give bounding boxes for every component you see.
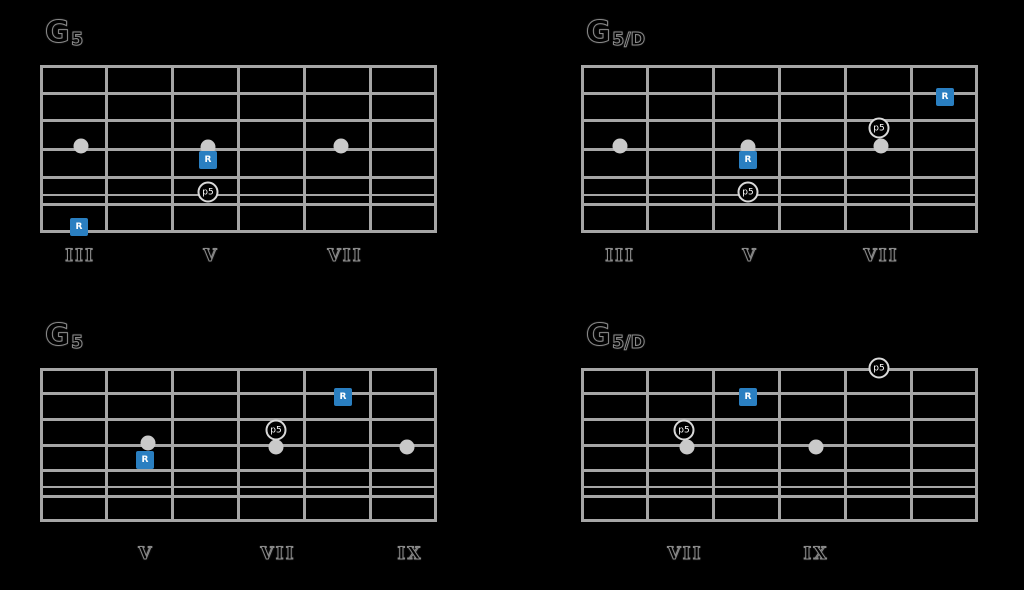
string-line (581, 65, 978, 68)
scale-note-dot (808, 439, 824, 455)
fifth-note-marker: p5 (673, 419, 695, 441)
fret-number-label: V (742, 246, 758, 267)
string-line (581, 175, 978, 179)
scale-note-dot (873, 138, 889, 154)
string-line (40, 368, 437, 371)
root-note-marker: R (70, 218, 88, 236)
string-line (581, 368, 978, 371)
fretboard-double-line (40, 486, 437, 489)
fifth-note-marker: p5 (737, 181, 759, 203)
scale-note-dot (73, 138, 89, 154)
scale-note-dot (200, 139, 216, 155)
root-note-marker: R (136, 451, 154, 469)
fretboard-double-line (40, 194, 437, 197)
fretboard-double-line (581, 486, 978, 489)
root-note-marker: R (334, 388, 352, 406)
fret-number-label: VII (667, 544, 703, 565)
chord-root: G (585, 15, 612, 50)
root-note-marker: R (739, 151, 757, 169)
fretboard-double-line (581, 194, 978, 197)
fret-number-label: IX (397, 544, 423, 565)
fifth-note-marker: p5 (197, 181, 219, 203)
string-line (40, 230, 437, 233)
string-line (40, 392, 437, 396)
string-line (40, 469, 437, 473)
fret-number-label: VII (327, 246, 363, 267)
chord-root: G (585, 318, 612, 353)
string-line (40, 91, 437, 95)
string-line (40, 119, 437, 123)
fret-number-label: VII (863, 246, 899, 267)
fret-number-label: III (65, 246, 95, 267)
string-line (40, 65, 437, 68)
string-line (581, 230, 978, 233)
string-line (581, 417, 978, 421)
string-line (40, 147, 437, 151)
scale-note-dot (268, 439, 284, 455)
fret-labels: VII IX (581, 522, 978, 565)
string-line (581, 469, 978, 473)
string-line (581, 494, 978, 498)
root-note-marker: R (936, 88, 954, 106)
scale-note-dot (612, 138, 628, 154)
fret-labels: III V VII (581, 233, 978, 273)
fret-labels: V VII IX (40, 522, 437, 565)
chord-title: G5/D (585, 15, 646, 51)
root-note-marker: R (199, 151, 217, 169)
string-line (581, 147, 978, 151)
string-line (581, 91, 978, 95)
string-line (581, 119, 978, 123)
fifth-note-marker: p5 (868, 117, 890, 139)
scale-note-dot (679, 439, 695, 455)
string-line (581, 519, 978, 522)
chord-title: G5 (44, 318, 84, 354)
root-note-marker: R (739, 388, 757, 406)
string-line (40, 203, 437, 207)
string-line (581, 443, 978, 447)
fret-number-label: III (605, 246, 635, 267)
string-line (581, 203, 978, 207)
chord-title: G5 (44, 15, 84, 51)
fret-number-label: VII (260, 544, 296, 565)
chord-suffix: 5/D (612, 333, 646, 354)
fret-number-label: V (138, 544, 154, 565)
string-line (40, 494, 437, 498)
scale-note-dot (399, 439, 415, 455)
fifth-note-marker: p5 (868, 357, 890, 379)
chord-root: G (44, 318, 71, 353)
chord-suffix: 5/D (612, 30, 646, 51)
scale-note-dot (333, 138, 349, 154)
string-line (40, 417, 437, 421)
string-line (40, 443, 437, 447)
string-line (40, 519, 437, 522)
string-line (581, 392, 978, 396)
scale-note-dot (140, 435, 156, 451)
fret-labels: III V VII (40, 233, 437, 273)
fret-number-label: IX (803, 544, 829, 565)
scale-note-dot (740, 139, 756, 155)
fifth-note-marker: p5 (265, 419, 287, 441)
chord-title: G5/D (585, 318, 646, 354)
string-line (40, 175, 437, 179)
chord-suffix: 5 (71, 30, 84, 51)
chord-suffix: 5 (71, 333, 84, 354)
chord-root: G (44, 15, 71, 50)
fret-number-label: V (203, 246, 219, 267)
